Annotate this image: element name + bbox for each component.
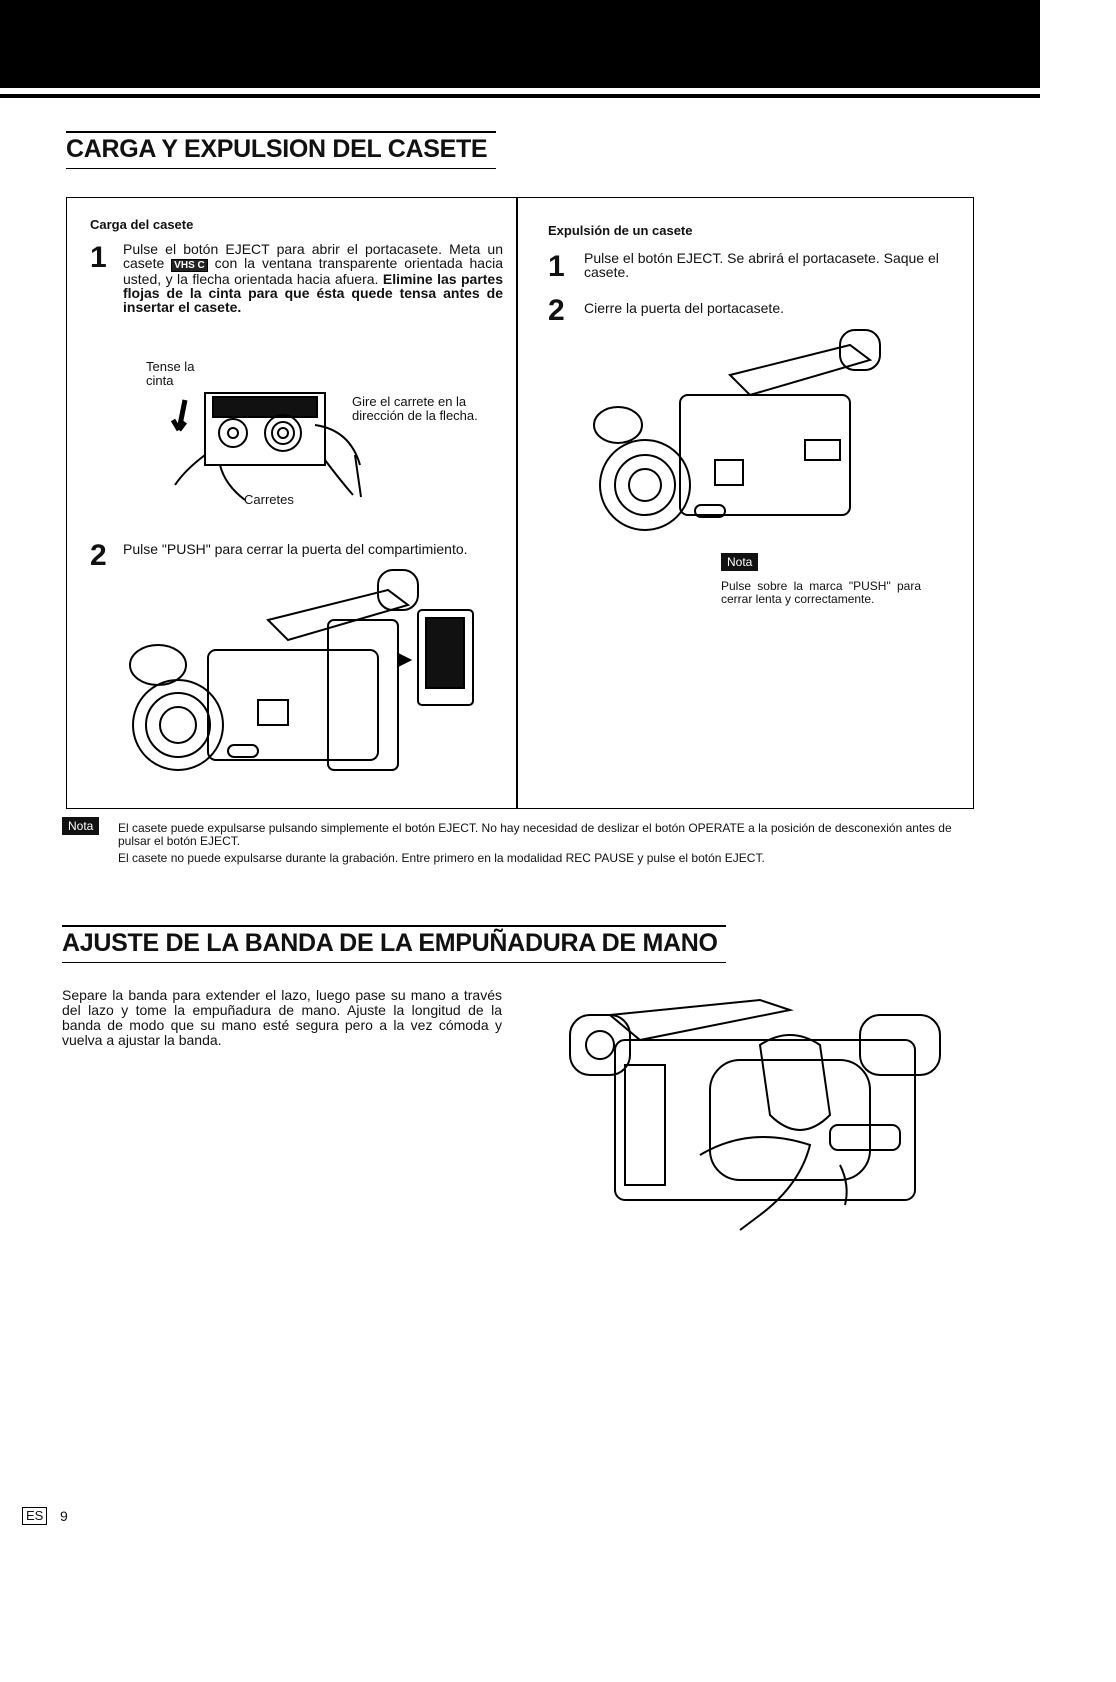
title2-rule-bottom: [62, 961, 726, 963]
hand-grip-illustration: [569, 998, 941, 1231]
subtitle-expulsion: Expulsión de un casete: [548, 223, 693, 238]
label-gire-carrete: Gire el carrete en la dirección de la fl…: [352, 394, 478, 423]
section-title-ajuste: AJUSTE DE LA BANDA DE LA EMPUÑADURA DE M…: [62, 925, 726, 963]
nota-right-text: Pulse sobre la marca "PUSH" para cerrar …: [721, 579, 921, 606]
title-rule-bottom: [66, 167, 496, 169]
step-number-1-right: 1: [548, 250, 565, 283]
section-title-2-text: AJUSTE DE LA BANDA DE LA EMPUÑADURA DE M…: [62, 929, 718, 957]
subtitle-carga: Carga del casete: [90, 217, 194, 232]
title-rule-top: [66, 131, 496, 133]
header-black-bar: [0, 0, 1040, 88]
procedure-frame: [66, 197, 974, 809]
step-number-2: 2: [90, 539, 107, 572]
section-title-carga: CARGA Y EXPULSION DEL CASETE: [66, 131, 496, 169]
step-2-right-text: Cierre la puerta del portacasete.: [584, 300, 784, 316]
step-1-text: Pulse el botón EJECT para abrir el porta…: [123, 242, 503, 314]
step-1-right-text: Pulse el botón EJECT. Se abrirá el porta…: [584, 250, 939, 280]
bottom-note-line2: El casete no puede expulsarse durante la…: [118, 851, 765, 865]
label-tense-cinta: Tense la cinta: [146, 359, 195, 388]
header-rule: [0, 94, 1040, 98]
title2-rule-top: [62, 925, 726, 927]
step-1-text-b: con la ventana transparente orientada ha…: [123, 255, 503, 287]
column-divider: [516, 197, 518, 809]
step-number-1: 1: [90, 241, 107, 274]
language-badge: ES: [22, 1507, 48, 1525]
step-1-text-a: Pulse el botón EJECT para abrir el porta…: [123, 241, 503, 271]
step-2-text: Pulse "PUSH" para cerrar la puerta del c…: [123, 541, 468, 557]
step-1-text-bold: Elimine las partes flojas de la cinta pa…: [123, 271, 503, 315]
grip-instructions: Separe la banda para extender el lazo, l…: [62, 987, 502, 1048]
section-title-text: CARGA Y EXPULSION DEL CASETE: [66, 135, 488, 163]
step-number-2-right: 2: [548, 294, 565, 327]
cassette-reel-illustration: [170, 392, 362, 501]
page-number: 9: [60, 1508, 68, 1524]
nota-badge-bottom: Nota: [62, 817, 100, 835]
camcorder-push-illustration: [129, 569, 474, 771]
camcorder-eject-illustration: [593, 329, 881, 531]
nota-badge-right: Nota: [721, 553, 759, 571]
label-carretes: Carretes: [244, 492, 294, 507]
bottom-note-line1: El casete puede expulsarse pulsando simp…: [118, 821, 952, 848]
